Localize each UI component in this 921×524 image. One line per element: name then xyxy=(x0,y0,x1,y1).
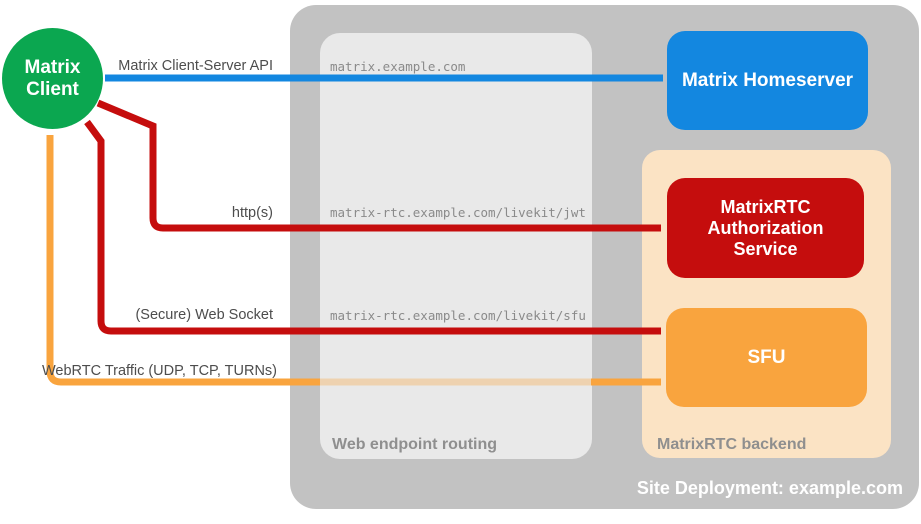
websocket-edge-label: (Secure) Web Socket xyxy=(135,307,273,323)
web-endpoint-routing-caption: Web endpoint routing xyxy=(332,436,498,453)
http-jwt-edge-label: http(s) xyxy=(231,205,273,221)
sfu-label: SFU xyxy=(747,346,786,368)
webrtc-traffic-edge-label: WebRTC Traffic (UDP, TCP, TURNs) xyxy=(41,363,277,379)
matrixrtc-backend-caption: MatrixRTC backend xyxy=(657,436,807,453)
matrixrtc-auth-service-node: MatrixRTC Authorization Service xyxy=(667,178,864,278)
matrix-homeserver-node: Matrix Homeserver xyxy=(667,31,868,130)
matrix-client-label: Matrix Client xyxy=(24,56,81,100)
matrix-homeserver-label: Matrix Homeserver xyxy=(681,69,854,91)
client-server-api-edge-label: Matrix Client-Server API xyxy=(118,58,273,74)
site-deployment-caption: Site Deployment: example.com xyxy=(636,478,903,498)
livekit-sfu-url-label: matrix-rtc.example.com/livekit/sfu xyxy=(330,308,586,323)
livekit-jwt-url-label: matrix-rtc.example.com/livekit/jwt xyxy=(330,205,586,220)
matrixrtc-auth-service-label: MatrixRTC Authorization Service xyxy=(707,196,824,259)
webrtc-traffic-arrow xyxy=(46,135,320,386)
matrix-url-label: matrix.example.com xyxy=(330,59,466,74)
sfu-node: SFU xyxy=(666,308,867,407)
web-endpoint-routing-box xyxy=(320,33,592,459)
matrix-client-node: Matrix Client xyxy=(2,28,103,129)
